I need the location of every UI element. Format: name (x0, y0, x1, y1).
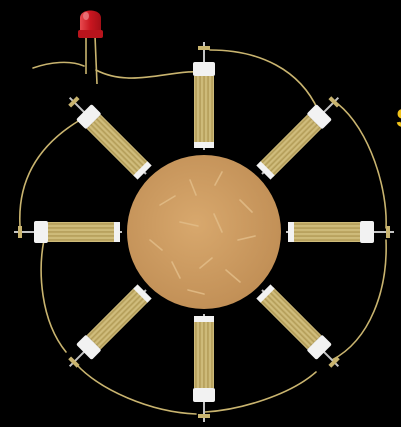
coil-bottom-left (62, 282, 154, 374)
circular-cork-hub (127, 155, 281, 309)
wire-bottomleft-to-left (41, 240, 66, 352)
coil-right (286, 221, 394, 243)
coil-left (14, 221, 122, 243)
coil-top-left (62, 90, 154, 182)
wire-led-right (96, 70, 198, 78)
wire-bottom-to-bottomleft (76, 364, 196, 414)
wire-right-to-bottomright (332, 240, 386, 360)
coil-top-right (254, 90, 346, 182)
coil-bottom-right (254, 282, 346, 374)
coil-top (193, 42, 215, 150)
wire-topright-to-right (338, 104, 386, 228)
wire-led-left (33, 62, 84, 68)
coil-bottom (193, 314, 215, 422)
wire-top-to-topright (210, 50, 318, 110)
wire-left-to-topleft (20, 120, 80, 226)
red-led (78, 11, 103, 85)
wire-bottomright-to-bottom (205, 372, 316, 412)
edge-glyph: S (396, 103, 401, 133)
